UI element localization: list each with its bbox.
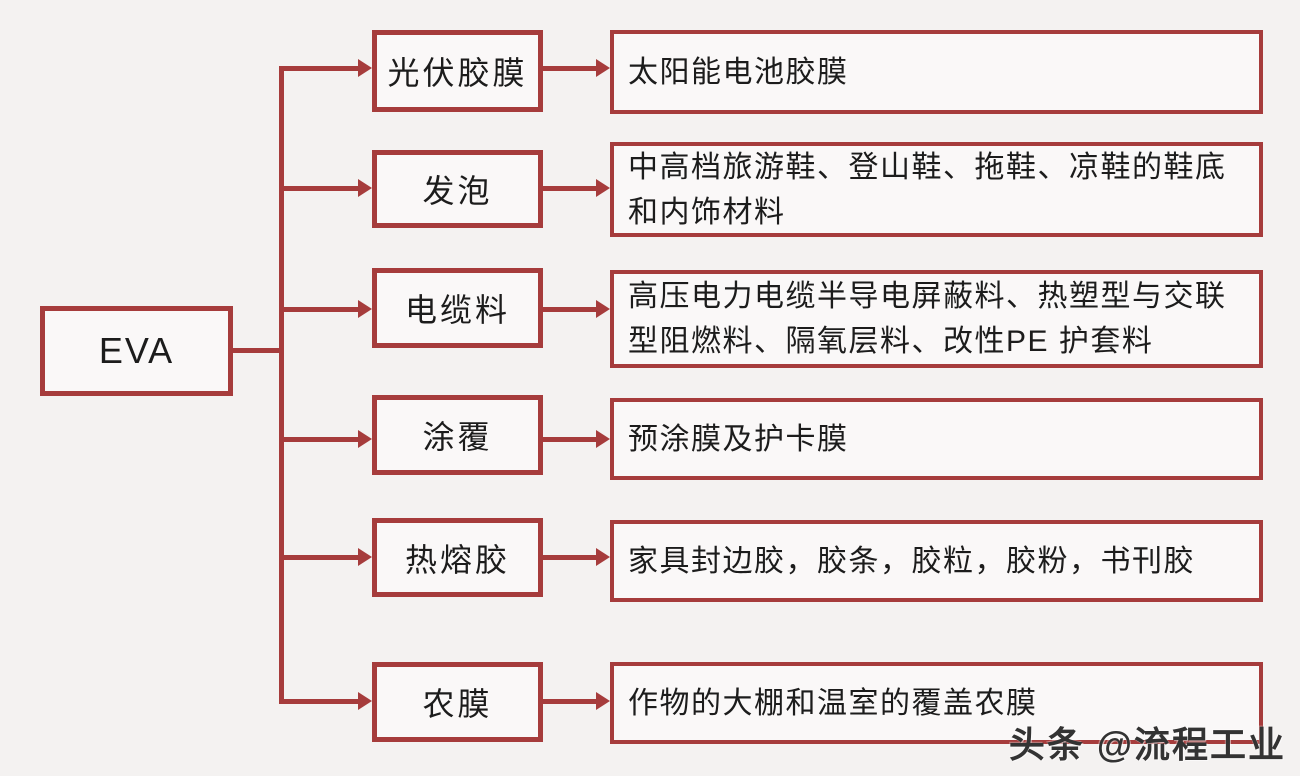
arrow-right-icon [279, 59, 372, 77]
spine-line [279, 66, 284, 704]
arrow-right-icon [279, 300, 372, 318]
description-text: 预涂膜及护卡膜 [628, 422, 849, 456]
arrow-right-icon [543, 548, 610, 566]
description-box: 作物的大棚和温室的覆盖农膜 [610, 662, 1263, 744]
category-label: 农膜 [422, 686, 493, 722]
arrow-right-icon [543, 692, 610, 710]
arrow-right-icon [543, 179, 610, 197]
description-box: 高压电力电缆半导电屏蔽料、热塑型与交联型阻燃料、隔氧层料、改性PE 护套料 [610, 270, 1263, 368]
category-label: 热熔胶 [404, 541, 510, 578]
description-text: 太阳能电池胶膜 [628, 55, 849, 89]
arrow-right-icon [543, 300, 610, 318]
arrow-right-icon [543, 59, 610, 77]
category-box-cable-material: 电缆料 [372, 268, 543, 348]
category-box-photovoltaic-film: 光伏胶膜 [372, 30, 543, 112]
category-label: 电缆料 [404, 292, 510, 328]
arrow-right-icon [279, 179, 372, 197]
category-box-coating: 涂覆 [372, 395, 543, 475]
description-box: 预涂膜及护卡膜 [610, 398, 1263, 480]
watermark-text: 头条 @流程工业 [1008, 724, 1286, 765]
arrow-right-icon [543, 430, 610, 448]
description-text: 中高档旅游鞋、登山鞋、拖鞋、凉鞋的鞋底和内饰材料 [628, 150, 1227, 229]
category-box-hot-melt-adhesive: 热熔胶 [372, 518, 543, 597]
eva-root-box: EVA [40, 306, 233, 396]
description-text: 作物的大棚和温室的覆盖农膜 [628, 686, 1038, 720]
description-text: 高压电力电缆半导电屏蔽料、热塑型与交联型阻燃料、隔氧层料、改性PE 护套料 [628, 280, 1227, 358]
description-box: 中高档旅游鞋、登山鞋、拖鞋、凉鞋的鞋底和内饰材料 [610, 142, 1263, 237]
root-connector-line [233, 348, 280, 353]
description-box: 太阳能电池胶膜 [610, 30, 1263, 114]
arrow-right-icon [279, 430, 372, 448]
description-box: 家具封边胶，胶条，胶粒，胶粉，书刊胶 [610, 520, 1263, 602]
category-box-agricultural-film: 农膜 [372, 662, 543, 742]
arrow-right-icon [279, 692, 372, 710]
description-text: 家具封边胶，胶条，胶粒，胶粉，书刊胶 [628, 544, 1195, 578]
eva-root-label: EVA [98, 330, 175, 371]
arrow-right-icon [279, 548, 372, 566]
category-label: 发泡 [422, 173, 493, 209]
category-label: 涂覆 [422, 419, 493, 455]
category-box-foaming: 发泡 [372, 150, 543, 228]
category-label: 光伏胶膜 [387, 55, 528, 91]
